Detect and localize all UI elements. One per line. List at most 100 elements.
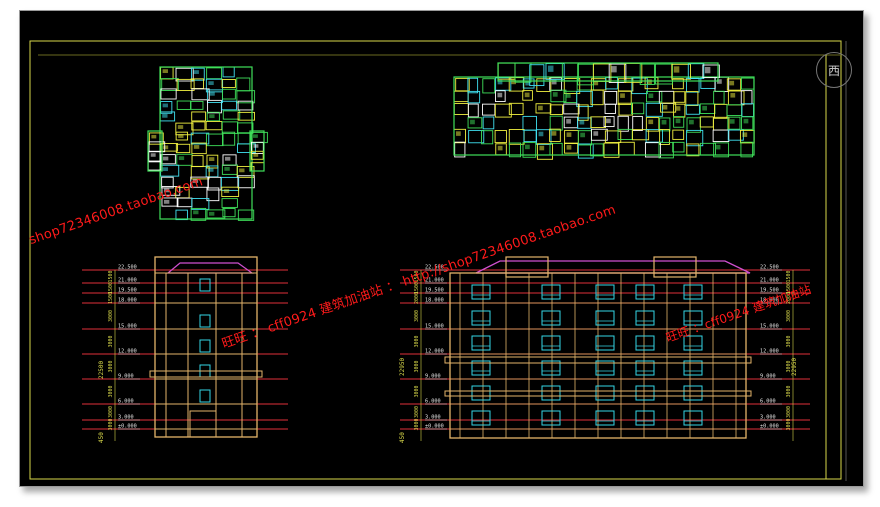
plan-fixture xyxy=(223,189,230,193)
plan-fixture xyxy=(456,131,461,136)
plan-room xyxy=(205,133,224,147)
plan-room xyxy=(702,64,720,79)
window xyxy=(595,284,615,300)
level-label: 3.000 xyxy=(118,415,134,421)
plan-fixture xyxy=(730,93,736,98)
window xyxy=(683,284,703,300)
plan-fixture xyxy=(689,119,694,125)
base-dimension: 450 xyxy=(399,432,406,443)
plan-room xyxy=(175,67,194,82)
plan-room xyxy=(148,141,166,153)
plan-room xyxy=(508,77,525,92)
stair-tower xyxy=(505,256,549,278)
level-label: 12.000 xyxy=(118,349,137,355)
dimension-text: 3000 xyxy=(108,360,114,372)
plan-fixture xyxy=(715,144,721,150)
cornice xyxy=(149,370,263,378)
plan-room xyxy=(549,115,563,131)
overall-dimension-right: 22950 xyxy=(791,358,798,376)
window xyxy=(199,314,211,328)
plan-room xyxy=(645,117,660,132)
plan-fixture xyxy=(620,93,625,98)
plan-room xyxy=(563,103,580,115)
plan-room xyxy=(741,77,755,90)
plan-room xyxy=(617,90,632,106)
plan-room xyxy=(236,122,254,134)
plan-room xyxy=(222,66,235,78)
level-label: 12.000 xyxy=(760,349,779,355)
level-label: 6.000 xyxy=(760,399,776,405)
plan-room xyxy=(523,129,537,143)
plan-room xyxy=(654,63,673,85)
plan-fixture xyxy=(662,105,668,110)
plan-room xyxy=(175,122,194,136)
plan-fixture xyxy=(525,80,531,86)
plan-room xyxy=(549,142,563,156)
level-label: 22.500 xyxy=(118,265,137,271)
dimension-text: 3000 xyxy=(108,335,114,347)
plan-room xyxy=(727,116,741,130)
window xyxy=(635,310,655,326)
window xyxy=(199,339,211,353)
plan-room xyxy=(604,90,618,105)
plan-fixture xyxy=(743,118,749,124)
dimension-text: 3000 xyxy=(414,335,420,347)
level-label: 21.000 xyxy=(760,278,779,284)
floor-plan-slab xyxy=(453,62,755,160)
plan-room xyxy=(161,176,174,189)
dimension-text: 3000 xyxy=(108,406,114,418)
plan-room xyxy=(495,90,506,102)
level-label: 3.000 xyxy=(760,415,776,421)
plan-fixture xyxy=(742,132,748,137)
level-label: 19.500 xyxy=(760,288,779,294)
plan-room xyxy=(220,176,240,191)
plan-room xyxy=(535,103,552,114)
plan-room xyxy=(221,100,237,111)
plan-fixture xyxy=(704,66,711,74)
plan-room xyxy=(191,121,206,131)
window xyxy=(635,385,655,401)
plan-room xyxy=(659,129,670,145)
plan-room xyxy=(741,103,754,118)
level-label: 21.000 xyxy=(425,278,444,284)
level-label: 15.000 xyxy=(760,324,779,330)
window xyxy=(471,410,491,426)
window xyxy=(683,385,703,401)
dimension-text: 3000 xyxy=(414,360,420,372)
plan-room xyxy=(576,90,593,108)
plan-fixture xyxy=(537,105,543,111)
plan-room xyxy=(190,165,210,180)
dimension-text: 1500 xyxy=(108,282,114,294)
plan-room xyxy=(205,78,224,93)
plan-room xyxy=(453,103,469,116)
dimension-text: 3000 xyxy=(786,385,792,397)
plan-room xyxy=(206,209,226,219)
plan-room xyxy=(577,143,594,159)
plan-room xyxy=(686,143,700,157)
level-label: 18.000 xyxy=(118,298,137,304)
window xyxy=(471,310,491,326)
front-elevation: 1500150020003000300030003000300030001500… xyxy=(399,256,810,443)
level-label: ±0.000 xyxy=(118,424,137,430)
plan-room xyxy=(549,104,563,115)
window xyxy=(595,360,615,376)
plan-fixture xyxy=(253,144,259,148)
window xyxy=(635,360,655,376)
plan-room xyxy=(176,78,195,91)
level-label: 15.000 xyxy=(425,324,444,330)
dimension-text: 1500 xyxy=(414,270,420,282)
window xyxy=(635,335,655,351)
level-label: 22.500 xyxy=(760,265,779,271)
plan-fixture xyxy=(193,145,200,149)
plan-room xyxy=(564,142,579,154)
plan-outline xyxy=(147,130,163,172)
plan-fixture xyxy=(208,157,215,161)
plan-room xyxy=(740,90,753,105)
plan-room xyxy=(237,100,254,111)
plan-room xyxy=(672,141,685,153)
plan-fixture xyxy=(566,119,571,124)
window xyxy=(635,410,655,426)
plan-fixture xyxy=(163,199,170,204)
plan-fixture xyxy=(729,80,735,86)
